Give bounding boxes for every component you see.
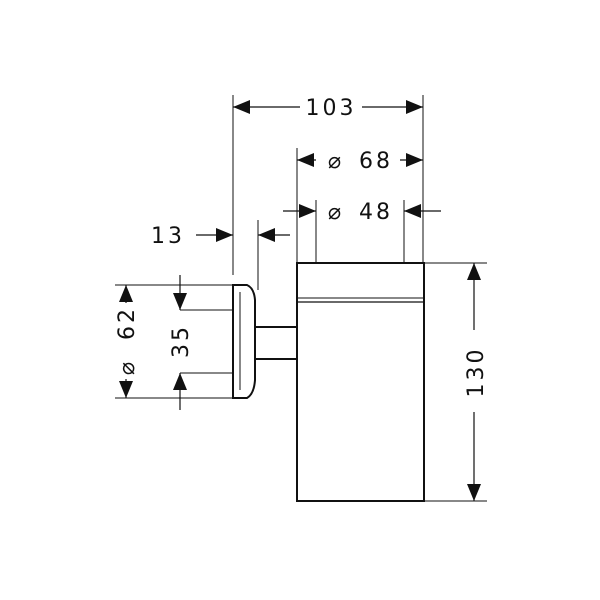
diameter-symbol: ⌀ [328,200,344,225]
diameter-symbol: ⌀ [328,149,344,174]
glass-cup [296,262,425,502]
dimension-plate-diameter: ⌀ 62 [114,285,140,398]
dimension-cup-height: 130 [464,263,489,501]
dimension-fixing-distance: 35 [169,275,194,410]
dim-35-label: 35 [169,324,194,358]
diameter-symbol: ⌀ [115,359,140,375]
dim-130-label: 130 [464,347,489,398]
extension-lines [115,95,487,502]
dimension-cup-outer-diameter: ⌀ 68 [297,149,423,174]
dim-48-label: 48 [359,200,393,225]
dim-103-label: 103 [306,96,357,121]
arrow-right [406,100,423,114]
dim-62-label: 62 [115,306,140,340]
arrow-left [233,100,250,114]
dim-68-label: 68 [359,149,393,174]
wall-plate [232,284,256,399]
dimension-plate-thickness: 13 [151,224,290,249]
dim-13-label: 13 [151,224,185,249]
dimension-cup-inner-diameter: ⌀ 48 [283,200,441,225]
holder-arm [254,326,300,360]
dimension-overall-depth: 103 [233,96,423,121]
